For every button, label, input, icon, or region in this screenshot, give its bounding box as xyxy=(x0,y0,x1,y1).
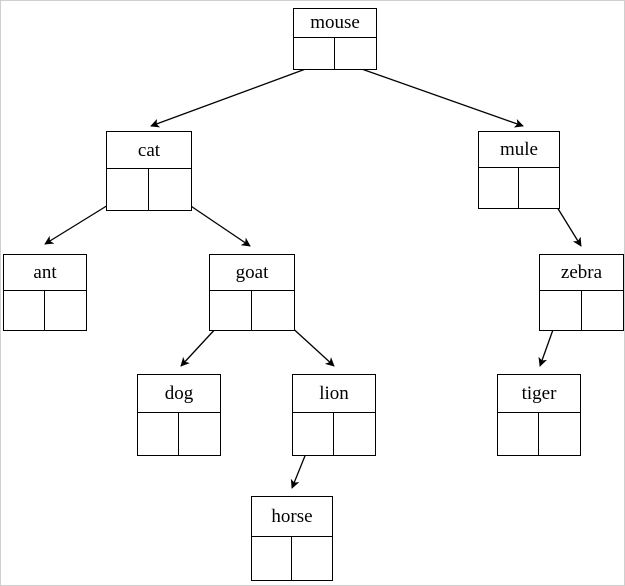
tree-node-pointer-row xyxy=(252,536,332,580)
tree-node-left-pointer-cell[interactable] xyxy=(138,413,179,455)
tree-node-tiger[interactable]: tiger xyxy=(497,374,581,456)
tree-node-left-pointer-cell[interactable] xyxy=(252,536,292,580)
tree-node-pointer-row xyxy=(107,169,191,210)
tree-node-right-pointer-cell[interactable] xyxy=(45,291,86,330)
tree-node-pointer-row xyxy=(4,291,86,330)
tree-node-label: zebra xyxy=(540,255,623,291)
tree-node-label: goat xyxy=(210,255,294,291)
tree-node-label: horse xyxy=(252,497,332,537)
tree-node-lion[interactable]: lion xyxy=(292,374,376,456)
tree-node-right-pointer-cell[interactable] xyxy=(519,168,559,208)
tree-node-left-pointer-cell[interactable] xyxy=(498,413,539,455)
tree-node-pointer-row xyxy=(210,291,294,330)
tree-node-right-pointer-cell[interactable] xyxy=(335,38,376,69)
tree-node-right-pointer-cell[interactable] xyxy=(292,537,332,580)
tree-node-left-pointer-cell[interactable] xyxy=(107,169,149,210)
tree-node-right-pointer-cell[interactable] xyxy=(179,413,220,455)
tree-node-right-pointer-cell[interactable] xyxy=(149,169,191,210)
tree-node-left-pointer-cell[interactable] xyxy=(293,413,334,455)
tree-node-goat[interactable]: goat xyxy=(209,254,295,331)
tree-node-pointer-row xyxy=(293,413,375,455)
tree-node-cat[interactable]: cat xyxy=(106,131,192,211)
tree-node-pointer-row xyxy=(479,168,559,208)
tree-node-mule[interactable]: mule xyxy=(478,131,560,209)
tree-node-horse[interactable]: horse xyxy=(251,496,333,581)
tree-node-mouse[interactable]: mouse xyxy=(293,8,377,70)
tree-node-label: ant xyxy=(4,255,86,291)
tree-node-left-pointer-cell[interactable] xyxy=(210,291,252,330)
tree-node-pointer-row xyxy=(498,413,580,455)
tree-node-pointer-row xyxy=(138,413,220,455)
tree-node-left-pointer-cell[interactable] xyxy=(294,37,335,69)
tree-node-label: cat xyxy=(107,132,191,170)
tree-node-dog[interactable]: dog xyxy=(137,374,221,456)
tree-node-label: tiger xyxy=(498,375,580,414)
tree-node-left-pointer-cell[interactable] xyxy=(479,168,519,208)
tree-node-left-pointer-cell[interactable] xyxy=(540,291,582,330)
tree-node-label: mule xyxy=(479,132,559,169)
tree-node-label: lion xyxy=(293,375,375,414)
tree-node-right-pointer-cell[interactable] xyxy=(539,413,580,455)
tree-node-ant[interactable]: ant xyxy=(3,254,87,331)
tree-node-zebra[interactable]: zebra xyxy=(539,254,624,331)
tree-node-right-pointer-cell[interactable] xyxy=(252,291,294,330)
tree-node-pointer-row xyxy=(540,291,623,330)
tree-node-left-pointer-cell[interactable] xyxy=(4,291,45,330)
tree-node-pointer-row xyxy=(294,37,376,69)
tree-node-label: mouse xyxy=(294,9,376,38)
tree-node-right-pointer-cell[interactable] xyxy=(582,291,624,330)
tree-node-right-pointer-cell[interactable] xyxy=(334,413,375,455)
tree-node-label: dog xyxy=(138,375,220,414)
